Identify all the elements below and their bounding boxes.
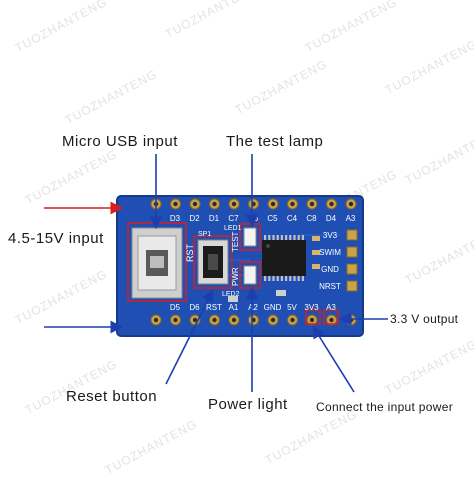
chip-leg	[272, 235, 275, 240]
pin-label: A3	[346, 214, 356, 223]
header-hole	[173, 317, 178, 323]
pin-label: D2	[189, 214, 200, 223]
mcu-chip	[262, 235, 306, 281]
header-hole	[270, 201, 276, 207]
header-hole	[173, 201, 178, 207]
header-hole	[309, 317, 315, 323]
header-hole	[290, 201, 295, 207]
smd-resistor	[312, 250, 320, 255]
header-hole	[212, 201, 217, 207]
header-hole	[212, 317, 217, 323]
swim-pad	[346, 263, 358, 275]
chip-leg	[280, 276, 283, 281]
chip-leg	[289, 276, 292, 281]
reset-highlight-box	[193, 235, 233, 289]
header-hole	[329, 201, 334, 207]
silk-led2-label: LED2	[222, 291, 240, 298]
pin-label: C4	[287, 214, 298, 223]
swim-header-pads	[346, 229, 358, 292]
header-hole	[348, 201, 354, 207]
chip-leg	[293, 235, 296, 240]
chip-leg	[264, 235, 267, 240]
bottom-pin-labels: D5 D6 RST A1 A2 GND 5V 3V3 A3	[170, 303, 337, 312]
header-hole	[270, 317, 276, 323]
silk-led1-label: LED1	[224, 225, 242, 232]
pin-label: C7	[228, 214, 239, 223]
micro-usb-label: Micro USB input	[62, 133, 178, 150]
pin-label: D5	[170, 303, 181, 312]
chip-leg	[297, 276, 300, 281]
reset-button-arrow	[165, 289, 214, 385]
chip-leg	[301, 276, 304, 281]
chip-leg	[276, 235, 279, 240]
chip-leg	[268, 235, 271, 240]
chip-leg	[297, 235, 300, 240]
power-led	[243, 265, 257, 285]
header-hole	[309, 201, 315, 207]
pin-label: C6	[248, 214, 259, 223]
pin-label: D1	[209, 214, 220, 223]
chip-leg	[280, 235, 283, 240]
test-lamp-label: The test lamp	[226, 133, 324, 150]
chip-leg	[276, 276, 279, 281]
header-hole	[329, 317, 334, 323]
power-light-label: Power light	[208, 396, 288, 413]
pin-label: D4	[326, 214, 337, 223]
pin-label: D6	[189, 303, 200, 312]
chip-leg	[301, 235, 304, 240]
chip-leg	[268, 276, 271, 281]
micro-usb-connector	[131, 227, 183, 299]
connect-power-arrow	[312, 325, 355, 393]
reset-button-label: Reset button	[66, 388, 158, 405]
pin-label: 5V	[287, 303, 297, 312]
chip-leg	[293, 276, 296, 281]
output-33v-label: 3.3 V output	[390, 312, 459, 326]
header-hole	[192, 201, 198, 207]
pin-label: GND	[264, 303, 282, 312]
pin-label: SWIM	[319, 248, 341, 257]
connect-power-label: Connect the input power	[316, 400, 453, 414]
silk-rst-label: RST	[185, 243, 195, 262]
chip-leg	[264, 276, 267, 281]
smd-resistor	[312, 264, 320, 269]
smd-resistor	[312, 236, 320, 241]
reset-button-component	[197, 239, 229, 285]
pin-label: NRST	[319, 282, 341, 291]
chip-leg	[285, 235, 288, 240]
chip-leg	[285, 276, 288, 281]
pin-label: A2	[248, 303, 258, 312]
pin-label: RST	[206, 303, 222, 312]
pin-label: GND	[321, 265, 339, 274]
swim-pad	[346, 229, 358, 241]
voltage-input-label: 4.5-15V input	[8, 230, 104, 247]
pin-label: C5	[267, 214, 278, 223]
chip-leg	[272, 276, 275, 281]
header-hole	[153, 317, 159, 323]
pin-label: A1	[229, 303, 239, 312]
swim-pad	[346, 246, 358, 258]
chip-leg	[289, 235, 292, 240]
header-hole	[231, 317, 237, 323]
silk-test-label: TEST	[231, 231, 240, 252]
power-in-highlight-a	[305, 309, 321, 325]
swim-pad	[346, 280, 358, 292]
pin-label: 3V3	[304, 303, 319, 312]
smd-capacitor	[228, 296, 238, 302]
pin-label: A3	[326, 303, 336, 312]
power-in-highlight-b	[323, 309, 339, 325]
smd-capacitor	[276, 290, 286, 296]
header-hole	[290, 317, 295, 323]
header-hole	[192, 317, 198, 323]
test-led	[243, 227, 257, 247]
pin-label: 3V3	[323, 231, 338, 240]
header-hole	[231, 201, 237, 207]
pin-label: D3	[170, 214, 181, 223]
silk-pwr-label: PWR	[231, 267, 240, 286]
pin-label: C8	[306, 214, 317, 223]
top-header-pins	[150, 198, 357, 210]
silk-sp1-label: SP1	[198, 231, 211, 238]
